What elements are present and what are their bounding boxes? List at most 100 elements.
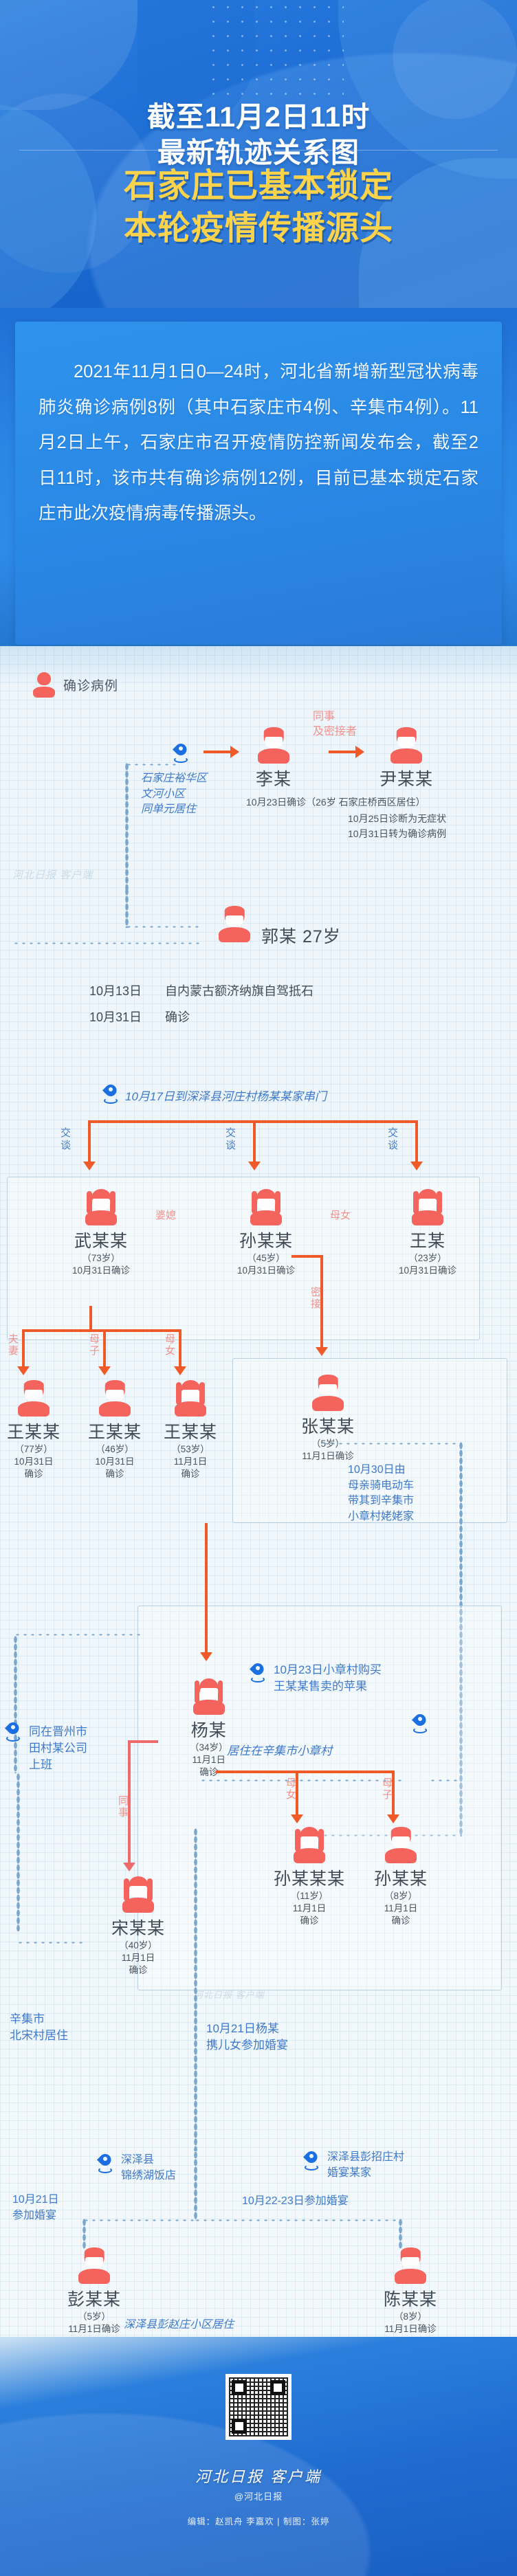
branch-stem (296, 1770, 298, 1816)
case-name-wang2: 王某某 (88, 1423, 142, 1442)
case-name-wang-top: 王某 (410, 1232, 446, 1251)
location-wenhe-label: 石家庄裕华区 文河小区 同单元居住 (141, 771, 207, 818)
guo-line1-date: 10月13日 (89, 984, 142, 998)
case-diag-sun-girl-l1: 11月1日 (292, 1903, 327, 1914)
pin-apple (249, 1661, 267, 1683)
family-group-box (7, 1177, 480, 1340)
branch-stem (253, 1120, 256, 1163)
transmission-diagram: 确诊病例 石家庄裕华区 文河小区 同单元居住 李某 同事 及密接者 (0, 646, 517, 2378)
brand-name: 河北日报 客户端 (195, 2468, 322, 2485)
pin-jinzhou (4, 1720, 22, 1742)
note-beisong: 辛集市 北宋村居住 (10, 2011, 68, 2044)
branch-stem (415, 1120, 418, 1163)
arrow-head (123, 1863, 135, 1872)
note-oct30-l2: 母亲骑电动车 (348, 1479, 415, 1491)
case-name-wang3: 王某某 (164, 1423, 218, 1442)
case-diag-song-l1: 11月1日 (121, 1953, 155, 1964)
case-name-sun-girl: 孙某某某 (274, 1869, 346, 1889)
case-name-chen: 陈某某 (384, 2290, 438, 2309)
arrow-line (292, 1255, 323, 1258)
note-apple-l2: 王某某售卖的苹果 (274, 1680, 367, 1694)
case-age-sun-girl: （11岁） (290, 1891, 329, 1901)
arrow-head (174, 1366, 186, 1375)
note-jinzhou-l3: 上班 (29, 1758, 52, 1772)
pin-hezhuang (102, 1082, 120, 1104)
case-age-wang3: （53岁） (171, 1444, 210, 1454)
arrow-line (128, 1740, 131, 1864)
header-highlight-line1: 石家庄已基本锁定 (123, 168, 393, 204)
case-diag-yang-l2: 确诊 (199, 1767, 219, 1778)
case-diag-song-l2: 确诊 (129, 1965, 148, 1976)
case-node-yin: 尹某某 (380, 727, 433, 790)
person-icon-wang1 (18, 1380, 50, 1417)
arrow-line (205, 1523, 208, 1654)
case-node-song: 宋某某 （40岁） 11月1日 确诊 (111, 1876, 165, 1977)
pin-jinxiu (96, 2151, 114, 2173)
note-oct30-l3: 带其到辛集市 (348, 1495, 415, 1507)
watermark: 河北日报 客户端 (12, 869, 94, 881)
legend-label: 确诊病例 (63, 679, 119, 693)
case-age-sun-mid: （45岁） (247, 1253, 285, 1263)
dotted-connector (194, 1828, 197, 2151)
dotted-connector (125, 925, 201, 929)
case-age-wang1: （77岁） (14, 1444, 53, 1454)
person-icon-wu (85, 1189, 118, 1225)
note-oct30: 10月30日由 母亲骑电动车 带其到辛集市 小章村姥姥家 (348, 1463, 414, 1525)
note-wedding-l1: 10月21日杨某 (206, 2022, 279, 2035)
talk-label-3: 交谈 (386, 1127, 398, 1152)
arrow-head (387, 1814, 399, 1823)
note-jinzhou: 同在晋州市 田村某公司 上班 (29, 1724, 87, 1773)
header-title-line1: 截至11月2日11时 (146, 101, 371, 133)
relation-mother-son-2: 母子 (381, 1777, 393, 1801)
qr-code[interactable] (226, 2374, 292, 2440)
case-node-wang2: 王某某 （46岁） 10月31日 确诊 (88, 1380, 142, 1481)
dotted-connector (399, 2219, 402, 2249)
case-diag-chen: 11月1日确诊 (384, 2324, 437, 2335)
case-name-wu: 武某某 (74, 1232, 129, 1251)
qr-finder-bl (232, 2419, 247, 2434)
note-beisong-l2: 北宋村居住 (10, 2029, 68, 2043)
branch-stem (22, 1329, 25, 1368)
talk-label-2: 交谈 (224, 1127, 236, 1152)
loc-wenhe-line3: 同单元居住 (141, 803, 197, 816)
case-diag-sun-boy-l1: 11月1日 (384, 1903, 418, 1914)
case-age-sun-boy: （8岁） (384, 1891, 418, 1901)
branch-stem (88, 1120, 91, 1163)
case-name-yang: 杨某 (190, 1721, 227, 1740)
arrow-head (200, 1652, 212, 1661)
note-wedding-l2: 携儿女参加婚宴 (206, 2039, 288, 2052)
talk-label-1: 交谈 (59, 1127, 71, 1152)
case-node-wang1: 王某某 （77岁） 10月31日 确诊 (7, 1380, 60, 1481)
qr-finder-tr (270, 2380, 285, 2395)
case-node-sun-mid: 孙某某 （45岁） 10月31日确诊 (237, 1189, 295, 1277)
case-age-chen: （8岁） (394, 2311, 428, 2322)
case-age-peng: （5岁） (78, 2311, 111, 2322)
confirmed-case-icon (33, 672, 55, 698)
visit-note: 10月17日到深泽县河庄村杨某某家串门 (125, 1090, 327, 1103)
dotted-connector (82, 2219, 86, 2249)
relation-mother-daughter: 母女 (330, 1210, 351, 1221)
note-oct22-23: 10月22-23日参加婚宴 (242, 2195, 349, 2207)
note-peng-address: 深泽县彭赵庄小区居住 (124, 2319, 234, 2331)
dotted-connector (194, 2219, 400, 2222)
guo-line1-text: 自内蒙古额济纳旗自驾抵石 (165, 984, 314, 998)
case-diag-peng: 11月1日确诊 (68, 2324, 120, 2335)
person-icon-li (258, 727, 289, 764)
case-diag-wang1-l1: 10月31日 (14, 1456, 54, 1467)
pin-pengjiao (302, 2148, 320, 2170)
branch-stem (392, 1770, 395, 1816)
grid-background (0, 646, 517, 2378)
case-node-wang3: 王某某 （53岁） 11月1日 确诊 (164, 1380, 217, 1481)
dotted-connector (14, 1633, 144, 1636)
summary-card: 2021年11月1日0—24时，河北省新增新型冠状病毒肺炎确诊病例8例（其中石家… (15, 322, 502, 645)
case-node-sun-boy: 孙某某 （8岁） 11月1日 确诊 (374, 1827, 428, 1928)
arrow-head (230, 746, 239, 758)
guo-line2-date: 10月31日 (89, 1010, 142, 1024)
case-diag-sun-boy-l2: 确诊 (391, 1916, 410, 1927)
dotted-connector (125, 888, 129, 928)
case-diag-sun-mid: 10月31日确诊 (237, 1265, 296, 1276)
note-live-xiaozhang: 居住在辛集市小章村 (227, 1744, 332, 1757)
dotted-connector (194, 2151, 197, 2220)
summary-body-text: 2021年11月1日0—24时，河北省新增新型冠状病毒肺炎确诊病例8例（其中石家… (38, 362, 478, 523)
note-wedding: 10月21日杨某 携儿女参加婚宴 (206, 2021, 288, 2054)
